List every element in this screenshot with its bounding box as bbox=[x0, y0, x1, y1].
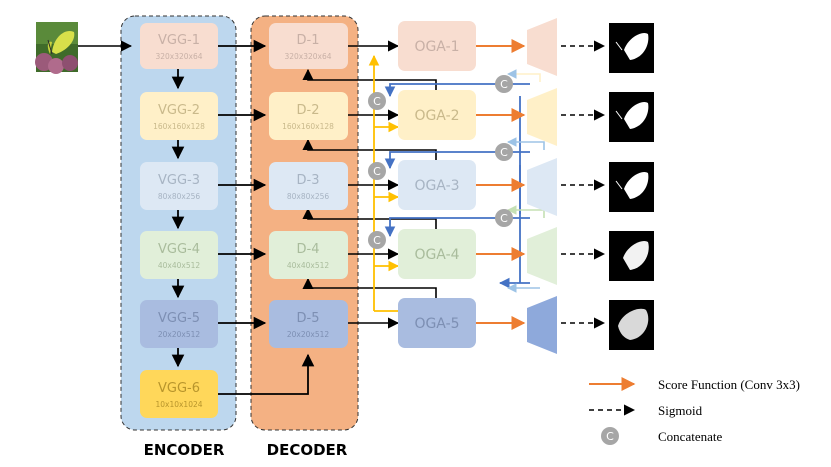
svg-text:20x20x512: 20x20x512 bbox=[158, 330, 201, 339]
oga-block-3: OGA-3 bbox=[398, 160, 476, 210]
svg-text:VGG-1: VGG-1 bbox=[158, 33, 200, 48]
encoder-blocks: VGG-1 320x320x64 VGG-2 160x160x128 VGG-3… bbox=[140, 23, 218, 418]
output-mask-2 bbox=[609, 92, 654, 142]
output-mask-5 bbox=[609, 300, 654, 350]
concat-circle-d2: C bbox=[368, 92, 386, 110]
oga-blocks: OGA-1 OGA-2 OGA-3 OGA-4 OGA-5 bbox=[398, 21, 476, 348]
encoder-block-vgg4: VGG-4 40x40x512 bbox=[140, 231, 218, 279]
oga-block-4: OGA-4 bbox=[398, 229, 476, 279]
legend-sigmoid: Sigmoid bbox=[589, 403, 703, 418]
score-head-4 bbox=[527, 227, 557, 285]
concat-circles: C C C C C C bbox=[368, 75, 513, 249]
input-butterfly-image bbox=[35, 22, 78, 74]
decoder-label: DECODER bbox=[267, 441, 348, 459]
svg-text:40x40x512: 40x40x512 bbox=[158, 261, 201, 270]
svg-text:D-2: D-2 bbox=[297, 103, 320, 118]
concat-circle-d4: C bbox=[368, 231, 386, 249]
svg-text:D-3: D-3 bbox=[297, 173, 320, 188]
svg-text:Sigmoid: Sigmoid bbox=[658, 403, 703, 418]
svg-text:VGG-2: VGG-2 bbox=[158, 103, 200, 118]
encoder-block-vgg1: VGG-1 320x320x64 bbox=[140, 23, 218, 69]
svg-text:VGG-4: VGG-4 bbox=[158, 242, 200, 257]
svg-text:40x40x512: 40x40x512 bbox=[287, 261, 330, 270]
score-function-arrows bbox=[476, 39, 526, 330]
svg-text:320x320x64: 320x320x64 bbox=[155, 52, 202, 61]
skip-connection-arrows bbox=[218, 39, 315, 395]
svg-text:C: C bbox=[500, 78, 508, 91]
encoder-block-vgg5: VGG-5 20x20x512 bbox=[140, 300, 218, 348]
svg-text:C: C bbox=[373, 165, 381, 178]
oga-block-1: OGA-1 bbox=[398, 21, 476, 71]
sigmoid-arrows bbox=[561, 40, 606, 329]
decoder-block-d1: D-1 320x320x64 bbox=[269, 23, 348, 69]
svg-text:OGA-5: OGA-5 bbox=[414, 316, 459, 332]
svg-text:VGG-5: VGG-5 bbox=[158, 311, 200, 326]
svg-text:OGA-1: OGA-1 bbox=[414, 39, 459, 55]
score-head-5 bbox=[527, 296, 557, 354]
svg-text:C: C bbox=[373, 95, 381, 108]
encoder-block-vgg3: VGG-3 80x80x256 bbox=[140, 162, 218, 210]
svg-text:OGA-2: OGA-2 bbox=[414, 108, 459, 124]
svg-text:C: C bbox=[373, 234, 381, 247]
svg-text:VGG-3: VGG-3 bbox=[158, 173, 200, 188]
output-mask-3 bbox=[609, 162, 654, 212]
svg-text:OGA-4: OGA-4 bbox=[414, 247, 459, 263]
output-mask-1 bbox=[609, 23, 654, 73]
svg-text:20x20x512: 20x20x512 bbox=[287, 330, 330, 339]
svg-text:10x10x1024: 10x10x1024 bbox=[155, 400, 202, 409]
encoder-label: ENCODER bbox=[144, 441, 225, 459]
output-masks bbox=[609, 23, 654, 350]
score-head-2 bbox=[527, 88, 557, 146]
svg-text:C: C bbox=[500, 212, 508, 225]
svg-text:160x160x128: 160x160x128 bbox=[153, 122, 205, 131]
concat-circle-oga1: C bbox=[495, 75, 513, 93]
oga-block-5: OGA-5 bbox=[398, 298, 476, 348]
svg-text:C: C bbox=[606, 430, 614, 443]
decoder-block-d2: D-2 160x160x128 bbox=[269, 92, 348, 140]
score-head-3 bbox=[527, 158, 557, 216]
oga-block-2: OGA-2 bbox=[398, 90, 476, 140]
decoder-blocks: D-1 320x320x64 D-2 160x160x128 D-3 80x80… bbox=[269, 23, 348, 348]
svg-text:VGG-6: VGG-6 bbox=[158, 381, 200, 396]
svg-text:320x320x64: 320x320x64 bbox=[284, 52, 331, 61]
svg-text:80x80x256: 80x80x256 bbox=[287, 192, 330, 201]
decoder-to-oga-arrows bbox=[302, 40, 437, 329]
encoder-block-vgg6: VGG-6 10x10x1024 bbox=[140, 370, 218, 418]
score-head-1 bbox=[527, 18, 557, 76]
svg-text:D-4: D-4 bbox=[297, 242, 320, 257]
svg-text:160x160x128: 160x160x128 bbox=[282, 122, 334, 131]
svg-text:C: C bbox=[500, 146, 508, 159]
svg-text:D-1: D-1 bbox=[297, 33, 320, 48]
svg-text:OGA-3: OGA-3 bbox=[414, 178, 459, 194]
concat-circle-oga3: C bbox=[495, 209, 513, 227]
svg-text:Score Function (Conv 3x3): Score Function (Conv 3x3) bbox=[658, 377, 800, 392]
decoder-block-d4: D-4 40x40x512 bbox=[269, 231, 348, 279]
svg-text:80x80x256: 80x80x256 bbox=[158, 192, 201, 201]
legend: Score Function (Conv 3x3) Sigmoid C Conc… bbox=[589, 377, 800, 445]
decoder-block-d5: D-5 20x20x512 bbox=[269, 300, 348, 348]
concat-circle-oga2: C bbox=[495, 143, 513, 161]
encoder-block-vgg2: VGG-2 160x160x128 bbox=[140, 92, 218, 140]
concat-circle-d3: C bbox=[368, 162, 386, 180]
legend-score-function: Score Function (Conv 3x3) bbox=[589, 377, 800, 392]
decoder-panel bbox=[250, 15, 359, 431]
score-heads bbox=[527, 18, 557, 354]
output-mask-4 bbox=[609, 231, 654, 281]
svg-text:D-5: D-5 bbox=[297, 311, 320, 326]
legend-concatenate: C Concatenate bbox=[601, 427, 722, 445]
svg-text:Concatenate: Concatenate bbox=[658, 429, 722, 444]
decoder-block-d3: D-3 80x80x256 bbox=[269, 162, 348, 210]
